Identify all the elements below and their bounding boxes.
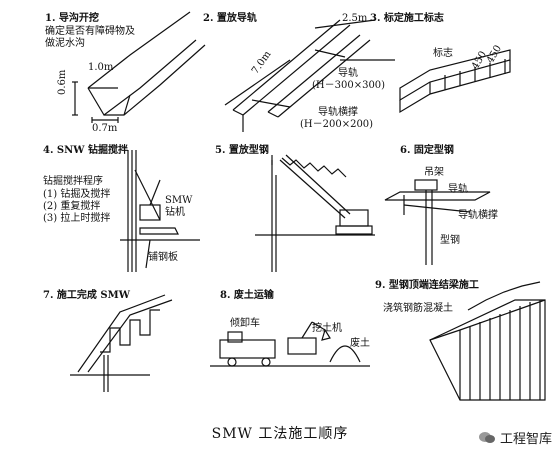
step-6-steel-label: 型钢 [440, 235, 460, 246]
step-9-title: 9. 型钢顶端连结梁施工 [375, 280, 479, 291]
chat-bubble-icon [478, 431, 495, 443]
step-8-truck-label: 倾卸车 [230, 318, 260, 329]
step-2-title: 2. 置放导轨 [203, 13, 257, 24]
panel-8-transport-drawing [210, 321, 370, 367]
step-1-note-2: 做泥水沟 [45, 38, 85, 49]
step-6-brace-label: 导轨横撑 [458, 210, 498, 221]
step-1-note-1: 确定是否有障碍物及 [45, 26, 135, 37]
step-2-rail-label: 导轨 [338, 68, 358, 79]
step-3-title: 3. 标定施工标志 [370, 13, 444, 24]
step-1-title: 1. 导沟开挖 [45, 13, 99, 24]
diagram-caption: SMW 工法施工顺序 [211, 426, 349, 442]
step-1-dim-top: 1.0m [88, 62, 114, 73]
step-1-dim-bottom: 0.7m [92, 123, 118, 134]
watermark-text: 工程智库 [499, 432, 552, 447]
step-4-note-3: (2) 重复搅拌 [43, 201, 101, 212]
step-8-soil-label: 废土 [350, 338, 370, 349]
step-6-rail-label: 导轨 [448, 184, 468, 195]
step-8-title: 8. 废土运输 [220, 290, 274, 301]
step-4-note-1: 钻掘搅拌程序 [43, 176, 103, 187]
panel-4-drilling-rig-drawing [120, 150, 200, 272]
step-6-hanger-label: 吊架 [424, 167, 444, 178]
panel-2-guide-rail-drawing [224, 19, 395, 132]
step-4-note-4: (3) 拉上时搅拌 [43, 213, 111, 224]
watermark: 工程智库 [478, 428, 552, 447]
step-4-plate-label: 铺钢板 [148, 252, 178, 263]
panel-5-crane-drawing [255, 154, 375, 272]
step-4-title: 4. SNW 钻掘搅拌 [43, 145, 128, 156]
panel-1-trench-drawing [72, 11, 206, 123]
panel-7-wall-drawing [70, 294, 173, 392]
step-4-note-2: (1) 钻掘及搅拌 [43, 189, 111, 200]
step-6-title: 6. 固定型钢 [400, 145, 454, 156]
step-2-rail-spec: (H－300×300) [312, 80, 386, 91]
panel-9-cap-beam-drawing [429, 281, 546, 401]
step-3-marker-label: 标志 [433, 48, 453, 59]
step-9-concrete-label: 浇筑钢筋混凝土 [383, 303, 453, 314]
step-4-rig-label: SMW [165, 195, 193, 206]
step-2-brace-spec: (H－200×200) [300, 119, 374, 130]
step-5-title: 5. 置放型钢 [215, 145, 269, 156]
step-8-excavator-label: 挖土机 [312, 323, 342, 334]
step-2-dim-width: 2.5m [342, 13, 368, 24]
step-4-rig-label-2: 钻机 [165, 207, 185, 218]
step-2-brace-label: 导轨横撑 [318, 107, 358, 118]
panel-6-fixing-drawing [384, 179, 491, 265]
step-1-dim-side: 0.6m [57, 69, 68, 95]
panel-3-marker-drawing [399, 49, 511, 114]
step-7-title: 7. 施工完成 SMW [43, 290, 130, 301]
